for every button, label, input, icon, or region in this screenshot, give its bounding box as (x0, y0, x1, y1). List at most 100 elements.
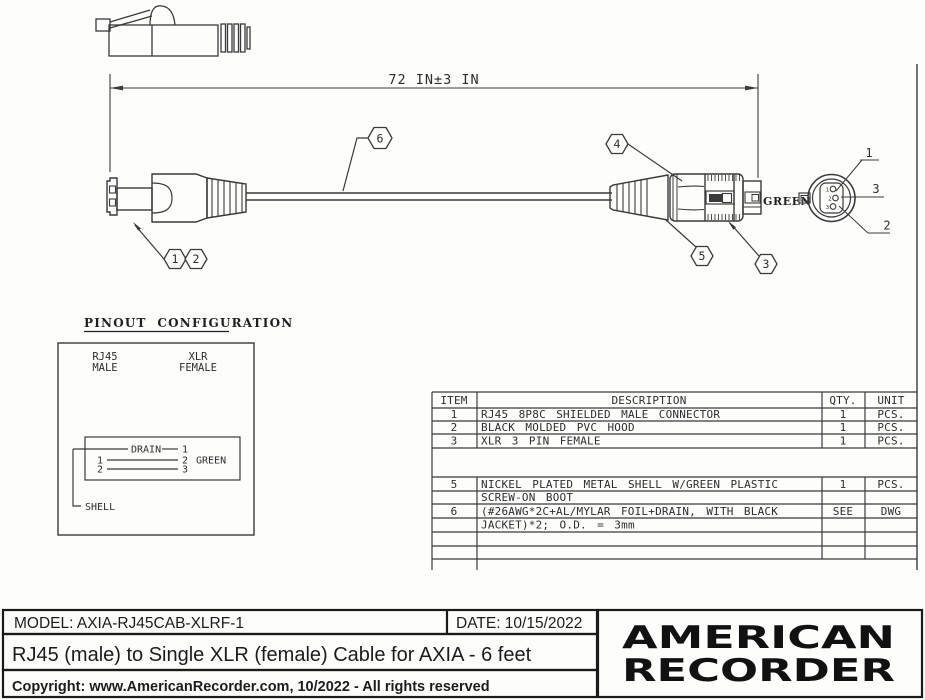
pinout-xlr-pin3: 3 (182, 465, 188, 476)
callout-6-number: 6 (377, 132, 384, 146)
rj45-hood (151, 173, 247, 223)
bom-row-2-unit: PCS. (877, 421, 904, 434)
bom-row-5: 5 NICKEL PLATED METAL SHELL W/GREEN PLAS… (451, 478, 905, 491)
latch-slot (705, 190, 735, 205)
bom-row-1-qty: 1 (840, 408, 847, 421)
bom-row-6-unit: DWG (881, 505, 901, 518)
bom-row-1: 1 RJ45 8P8C SHIELDED MALE CONNECTOR 1 PC… (451, 408, 905, 421)
pinout-drain-label: DRAIN (131, 445, 161, 456)
rj45-side-view-icon (95, 5, 251, 57)
callout-6: 6 (367, 126, 393, 150)
bom-row-3-qty: 1 (840, 435, 847, 448)
xlr-boot (609, 174, 669, 221)
shell-knurling (707, 175, 740, 220)
pinout-shell-label: SHELL (85, 502, 115, 513)
face-pin-3-number: 3 (826, 205, 829, 211)
pinout-box (57, 342, 255, 536)
american-recorder-logo: AMERICAN RECORDER (622, 620, 895, 689)
bom-row-3-description: XLR 3 PIN FEMALE (481, 435, 601, 448)
callout-5: 5 (690, 245, 714, 267)
bom-header-unit: UNIT (877, 394, 904, 407)
callout-3: 3 (754, 253, 778, 275)
xlr-front (742, 180, 762, 215)
face-label-pin1: 1 (865, 146, 872, 160)
rj45-plug (106, 177, 153, 216)
bom-row-6b: JACKET)*2; O.D. = 3mm (481, 519, 635, 532)
pinout-xlr-pin2: 2 (182, 456, 188, 467)
bom-row-2-item: 2 (451, 421, 458, 434)
callouts: 1 2 6 4 5 3 (133, 126, 778, 275)
dimension: 72 IN±3 IN (109, 72, 759, 178)
bom-row-2-qty: 1 (840, 421, 847, 434)
bom-row-6: 6 (#26AWG*2C+AL/MYLAR FOIL+DRAIN, WITH B… (451, 505, 901, 518)
bom-row-3: 3 XLR 3 PIN FEMALE 1 PCS. (451, 435, 905, 448)
bom-row-5-item: 5 (451, 478, 458, 491)
drawing-title: RJ45 (male) to Single XLR (female) Cable… (12, 644, 532, 666)
date: DATE: 10/15/2022 (456, 615, 582, 632)
pinout-right-connector-name-1: XLR (189, 351, 209, 363)
callout-4: 4 (605, 133, 629, 155)
callout-3-number: 3 (763, 257, 770, 271)
pinout-green-label: GREEN (196, 456, 226, 467)
xlr-face-shapes (798, 173, 856, 223)
pinout-rj45-pin2: 2 (97, 465, 103, 476)
bom-row-5-description: NICKEL PLATED METAL SHELL W/GREEN PLASTI… (481, 478, 778, 491)
bom-row-5-unit: PCS. (877, 478, 904, 491)
bom-row-1-unit: PCS. (877, 408, 904, 421)
pinout-xlr-pin1: 1 (182, 445, 188, 456)
callout-4-number: 4 (614, 137, 621, 151)
dimension-label: 72 IN±3 IN (388, 72, 479, 88)
bom-row-6-qty: SEE (833, 505, 853, 518)
bom-text: ITEM DESCRIPTION QTY. UNIT 1 RJ45 8P8C S… (440, 394, 904, 532)
bom-row-3-unit: PCS. (877, 435, 904, 448)
xlr-face-leaders (835, 159, 890, 234)
xlr-face-view: 1 2 3 1 3 2 (798, 146, 891, 234)
dimension-lines (109, 74, 759, 178)
pinout-rj45-pin1: 1 (97, 456, 103, 467)
bom-row-2: 2 BLACK MOLDED PVC HOOD 1 PCS. (451, 421, 905, 434)
dimension-arrow-right (745, 85, 758, 91)
bom-row-5-qty: 1 (840, 478, 847, 491)
bom-row-2-description: BLACK MOLDED PVC HOOD (481, 421, 635, 434)
face-label-pin3: 3 (872, 182, 879, 196)
callout-2: 2 (184, 248, 208, 270)
leader-arrow-1 (133, 222, 141, 231)
face-pin-2-number: 2 (828, 197, 831, 203)
bom-row-1-description: RJ45 8P8C SHIELDED MALE CONNECTOR (481, 408, 720, 421)
copyright: Copyright: www.AmericanRecorder.com, 10/… (12, 679, 490, 695)
title-block: MODEL: AXIA-RJ45CAB-XLRF-1 DATE: 10/15/2… (1, 608, 924, 699)
bom-row-6b-description: JACKET)*2; O.D. = 3mm (481, 519, 635, 532)
bom-row-3-item: 3 (451, 435, 458, 448)
bom-table: ITEM DESCRIPTION QTY. UNIT 1 RJ45 8P8C S… (431, 391, 917, 570)
model-number: MODEL: AXIA-RJ45CAB-XLRF-1 (14, 615, 244, 632)
face-pin-1-number: 1 (826, 188, 829, 194)
bom-header-item: ITEM (440, 394, 467, 407)
pinout-left-connector-name-2: MALE (92, 362, 117, 374)
title-block-borders (1, 608, 924, 699)
logo-line-2: RECORDER (622, 653, 895, 689)
pinout-right-connector-name-2: FEMALE (179, 362, 217, 374)
dimension-arrow-left (110, 85, 123, 91)
bom-row-5b: SCREW-ON BOOT (481, 491, 573, 504)
bom-row-5b-description: SCREW-ON BOOT (481, 491, 573, 504)
callout-2-number: 2 (193, 252, 200, 266)
callout-5-number: 5 (699, 249, 706, 263)
bom-row-6-item: 6 (451, 505, 458, 518)
pinout-title: PINOUT CONFIGURATION (84, 316, 293, 330)
callout-leaders (134, 137, 760, 260)
bom-row-1-item: 1 (451, 408, 458, 421)
callout-1: 1 (163, 248, 187, 270)
latch-button (709, 194, 722, 202)
pinout-left-connector-name-1: RJ45 (92, 351, 117, 363)
cable-assembly (106, 173, 762, 223)
bom-grid (431, 391, 917, 570)
bom-header-description: DESCRIPTION (611, 394, 686, 407)
xlr-shell (669, 173, 744, 222)
pinout-wires (72, 436, 241, 507)
leader-arrow-3 (728, 221, 736, 230)
pinout-diagram: PINOUT CONFIGURATION RJ45 MALE XLR FEMAL… (57, 316, 293, 536)
bom-row-6-description: (#26AWG*2C+AL/MYLAR FOIL+DRAIN, WITH BLA… (481, 505, 778, 518)
cable (246, 192, 612, 201)
